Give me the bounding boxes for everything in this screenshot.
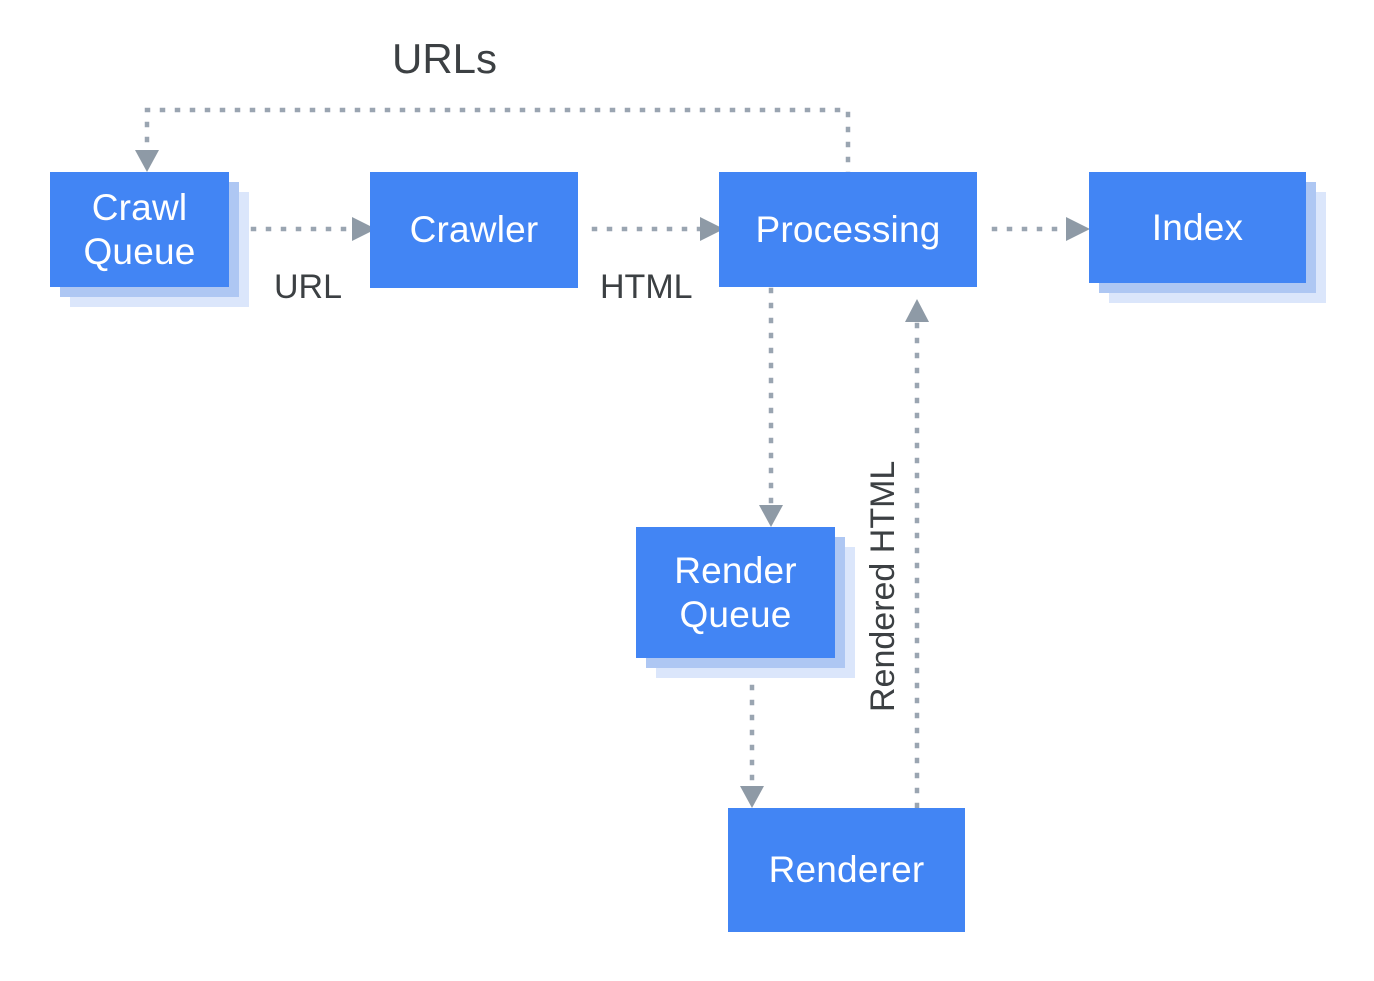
edge-label-url: URL xyxy=(274,268,343,306)
edge-processing-to-render-queue xyxy=(759,287,783,527)
edge-renderer-to-processing xyxy=(905,299,929,809)
node-renderer-label: Renderer xyxy=(768,849,925,891)
node-index[interactable]: Index xyxy=(1089,172,1306,283)
node-renderer[interactable]: Renderer xyxy=(728,808,965,932)
edge-processing-to-index xyxy=(991,217,1090,241)
edge-processing-to-crawl-queue xyxy=(135,107,851,178)
edge-label-urls: URLs xyxy=(392,35,498,82)
node-processing-label: Processing xyxy=(755,208,941,250)
edge-render-queue-to-renderer xyxy=(740,669,764,808)
node-render-queue-label: Render Queue xyxy=(674,549,797,635)
edge-label-rendered-html: Rendered HTML xyxy=(864,460,902,712)
node-crawl-queue[interactable]: Crawl Queue xyxy=(50,172,229,287)
node-crawl-queue-label: Crawl Queue xyxy=(83,186,196,272)
node-processing[interactable]: Processing xyxy=(719,172,977,287)
edge-label-html: HTML xyxy=(600,268,693,306)
edge-crawl-queue-to-crawler xyxy=(250,217,376,241)
node-render-queue[interactable]: Render Queue xyxy=(636,527,835,658)
node-crawler-label: Crawler xyxy=(409,209,539,251)
edge-crawler-to-processing xyxy=(591,217,724,241)
node-index-label: Index xyxy=(1151,206,1244,248)
node-crawler[interactable]: Crawler xyxy=(370,172,578,288)
